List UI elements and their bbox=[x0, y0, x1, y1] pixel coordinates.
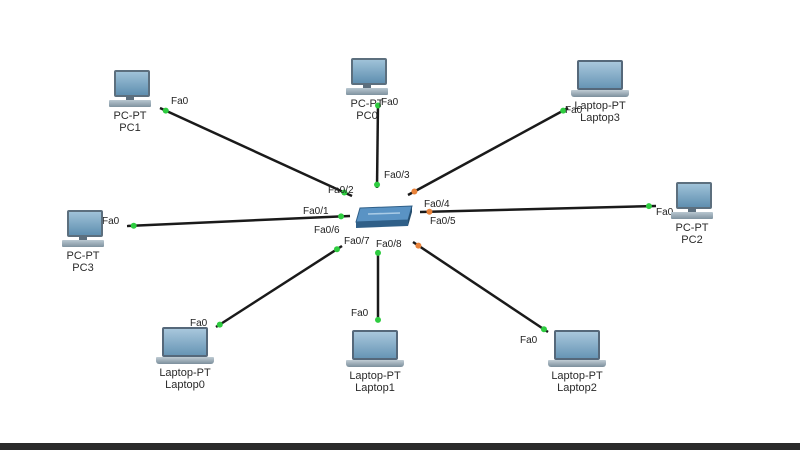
pc-icon bbox=[107, 70, 153, 110]
device-name: PC3 bbox=[72, 262, 94, 274]
device-caption: PC-PT bbox=[350, 98, 384, 110]
device-port-label: Fa0 bbox=[102, 216, 120, 227]
device-pc3[interactable]: PC-PT PC3 bbox=[28, 210, 138, 274]
device-laptop0[interactable]: Laptop-PT Laptop0 bbox=[130, 327, 240, 391]
link-status-switch-end bbox=[341, 189, 348, 196]
link-status-device-end bbox=[560, 107, 567, 114]
pc-icon bbox=[669, 182, 715, 222]
link-status-switch-end bbox=[415, 242, 422, 249]
device-caption: Laptop-PT bbox=[349, 370, 401, 382]
device-name: PC1 bbox=[119, 122, 141, 134]
bottom-bar bbox=[0, 443, 800, 450]
device-caption: PC-PT bbox=[113, 110, 147, 122]
link-pc0[interactable] bbox=[375, 102, 380, 189]
link-status-device-end bbox=[162, 107, 169, 114]
device-port-label: Fa0 bbox=[190, 318, 208, 329]
switch-port-label: Fa0/6 bbox=[314, 225, 340, 236]
link-pc1[interactable] bbox=[159, 106, 353, 198]
pc-icon bbox=[60, 210, 106, 250]
link-status-device-end bbox=[216, 321, 223, 328]
link-pc3[interactable] bbox=[126, 214, 351, 228]
link-status-switch-end bbox=[375, 249, 381, 256]
device-name: Laptop3 bbox=[580, 112, 620, 124]
device-name: Laptop2 bbox=[557, 382, 597, 394]
switch-port-label: Fa0/2 bbox=[328, 185, 354, 196]
device-port-label: Fa0 bbox=[171, 96, 189, 107]
switch-port-label: Fa0/4 bbox=[424, 199, 450, 210]
device-pc1[interactable]: PC-PT PC1 bbox=[75, 70, 185, 134]
link-status-device-end bbox=[130, 222, 137, 229]
link-laptop0[interactable] bbox=[215, 244, 343, 329]
switch-port-label: Fa0/1 bbox=[303, 206, 329, 217]
switch-port-label: Fa0/7 bbox=[344, 236, 370, 247]
device-port-label: Fa0 bbox=[351, 308, 369, 319]
switch-port-label: Fa0/8 bbox=[376, 239, 402, 250]
device-name: Laptop1 bbox=[355, 382, 395, 394]
link-status-device-end bbox=[540, 326, 547, 333]
link-status-device-end bbox=[375, 316, 381, 323]
device-name: PC2 bbox=[681, 234, 703, 246]
laptop-icon bbox=[156, 327, 214, 367]
link-status-switch-end bbox=[374, 181, 381, 188]
switch-icon bbox=[355, 205, 413, 228]
pc-icon bbox=[344, 58, 390, 98]
device-caption: PC-PT bbox=[675, 222, 709, 234]
switch-device[interactable] bbox=[350, 200, 420, 232]
link-laptop2[interactable] bbox=[412, 240, 549, 334]
link-status-device-end bbox=[374, 102, 381, 109]
device-port-label: Fa0 bbox=[520, 335, 538, 346]
links-layer bbox=[126, 102, 657, 334]
switch-port-label: Fa0/5 bbox=[430, 216, 456, 227]
device-caption: Laptop-PT bbox=[574, 100, 626, 112]
switch-port-label: Fa0/3 bbox=[384, 170, 410, 181]
device-laptop2[interactable]: Laptop-PT Laptop2 bbox=[522, 330, 632, 394]
device-port-label: Fa0 bbox=[656, 207, 674, 218]
link-status-switch-end bbox=[338, 213, 345, 220]
device-port-label: Fa0 bbox=[565, 105, 583, 116]
device-port-label: Fa0 bbox=[381, 97, 399, 108]
link-status-switch-end bbox=[426, 208, 433, 215]
link-status-switch-end bbox=[411, 188, 418, 195]
device-caption: PC-PT bbox=[66, 250, 100, 262]
device-laptop3[interactable]: Laptop-PT Laptop3 bbox=[545, 60, 655, 124]
device-name: Laptop0 bbox=[165, 379, 205, 391]
link-pc2[interactable] bbox=[419, 204, 657, 214]
laptop-icon bbox=[346, 330, 404, 370]
laptop-icon bbox=[548, 330, 606, 370]
device-laptop1[interactable]: Laptop-PT Laptop1 bbox=[320, 330, 430, 394]
device-pc0[interactable]: PC-PT PC0 bbox=[312, 58, 422, 122]
device-caption: Laptop-PT bbox=[159, 367, 211, 379]
laptop-icon bbox=[571, 60, 629, 100]
link-status-device-end bbox=[645, 203, 652, 210]
link-status-switch-end bbox=[333, 246, 340, 253]
device-caption: Laptop-PT bbox=[551, 370, 603, 382]
device-name: PC0 bbox=[356, 110, 378, 122]
device-pc2[interactable]: PC-PT PC2 bbox=[637, 182, 747, 246]
link-laptop3[interactable] bbox=[407, 106, 569, 197]
